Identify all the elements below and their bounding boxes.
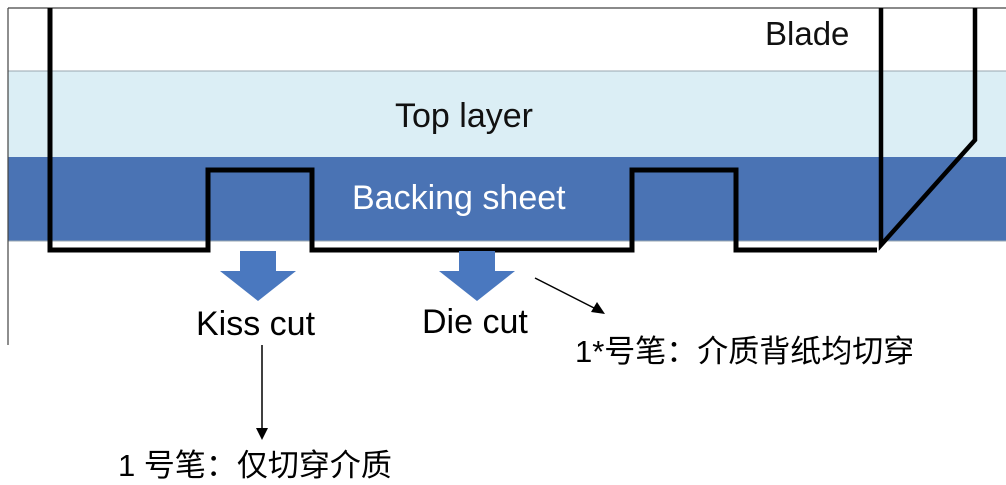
blade-label: Blade — [765, 15, 850, 52]
kiss-cut-arrow — [220, 251, 296, 301]
die-note-arrowhead — [591, 302, 605, 314]
die-cut-arrow — [439, 251, 515, 301]
die-cut-note: 1*号笔：介质背纸均切穿 — [575, 334, 915, 369]
kiss-cut-label: Kiss cut — [196, 305, 316, 343]
backing-sheet-band — [8, 157, 1006, 241]
die-cut-label: Die cut — [422, 303, 528, 341]
top-layer-band — [8, 71, 1006, 157]
kiss-note-arrowhead — [256, 428, 268, 440]
blade-shape — [878, 8, 978, 251]
die-note-leader — [534, 277, 599, 311]
blade-region — [8, 8, 1006, 71]
cut-path — [47, 8, 877, 253]
top-layer-label: Top layer — [395, 97, 533, 135]
backing-sheet-label: Backing sheet — [352, 179, 566, 217]
kiss-cut-note: 1 号笔：仅切穿介质 — [118, 448, 392, 483]
